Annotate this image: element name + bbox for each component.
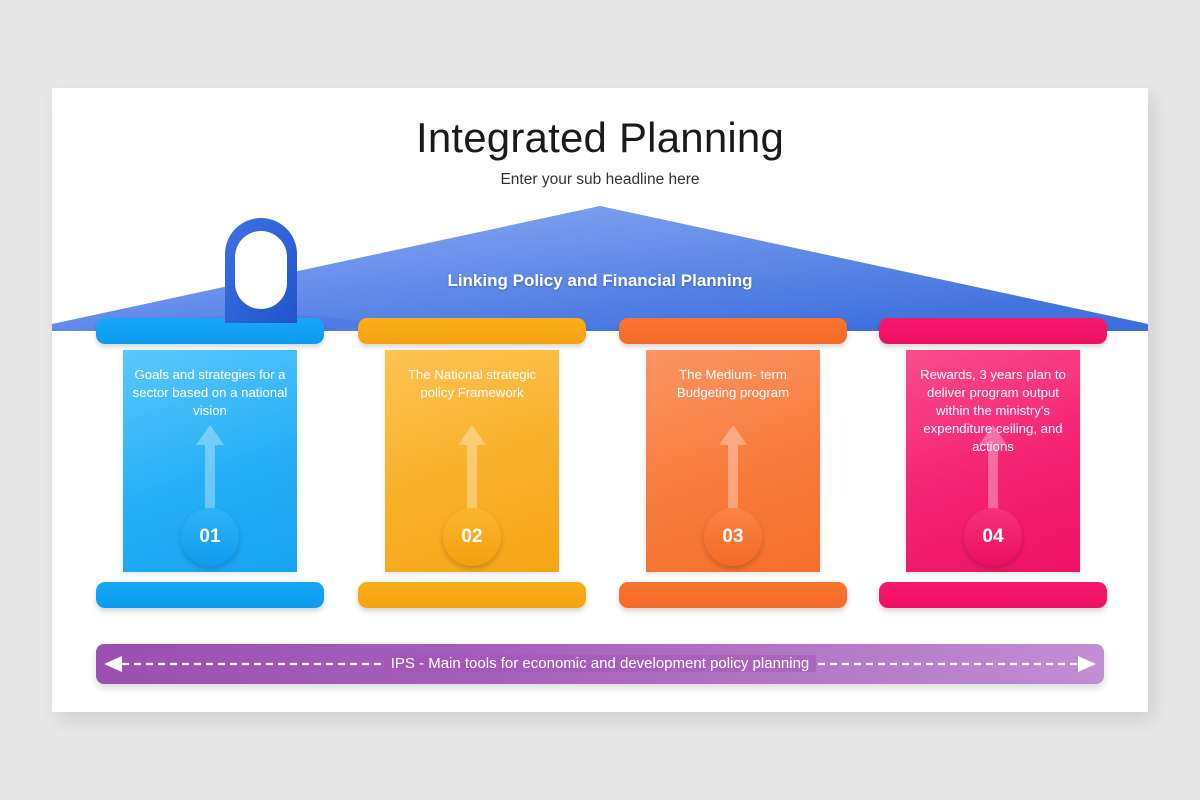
pillar-base (879, 582, 1107, 608)
pillar-text: The National strategic policy Framework (407, 367, 537, 400)
pillar-4[interactable]: Rewards, 3 years plan to deliver program… (879, 318, 1107, 608)
pillar-base (619, 582, 847, 608)
up-arrow-icon (457, 425, 487, 510)
double-arrow-icon (96, 644, 1104, 684)
pillar-text: Goals and strategies for a sector based … (132, 367, 288, 418)
slide-card: Integrated Planning Enter your sub headl… (52, 88, 1148, 712)
arrow-left-icon (104, 656, 122, 672)
pillar-1[interactable]: Goals and strategies for a sector based … (96, 318, 324, 608)
roof-triangle (52, 206, 1148, 333)
pillar-number-badge: 02 (443, 508, 501, 566)
bottom-banner-label: IPS - Main tools for economic and develo… (96, 655, 1104, 672)
bottom-banner[interactable]: IPS - Main tools for economic and develo… (96, 644, 1104, 684)
pillar-number-badge: 03 (704, 508, 762, 566)
pillar-capital (358, 318, 586, 344)
up-arrow-icon (978, 425, 1008, 510)
pillar-base (358, 582, 586, 608)
roof-banner-label: Linking Policy and Financial Planning (447, 271, 753, 290)
up-arrow-icon (195, 425, 225, 510)
bottom-banner-label-text: IPS - Main tools for economic and develo… (383, 655, 817, 672)
up-arrow-icon (718, 425, 748, 510)
pillar-body: Rewards, 3 years plan to deliver program… (906, 350, 1080, 572)
pillar-capital (879, 318, 1107, 344)
pillar-number-badge: 04 (964, 508, 1022, 566)
pillar-2[interactable]: The National strategic policy Framework … (358, 318, 586, 608)
pillar-body: The National strategic policy Framework … (385, 350, 559, 572)
pillar-base (96, 582, 324, 608)
arch-hook-icon (220, 213, 302, 323)
pillar-number-badge: 01 (181, 508, 239, 566)
pillar-body: The Medium- term Budgeting program 03 (646, 350, 820, 572)
pillar-3[interactable]: The Medium- term Budgeting program 03 (619, 318, 847, 608)
pillar-text: The Medium- term Budgeting program (676, 367, 790, 400)
page-title: Integrated Planning (415, 114, 785, 161)
pillar-capital (619, 318, 847, 344)
pillar-text: Rewards, 3 years plan to deliver program… (920, 367, 1066, 454)
page-subtitle: Enter your sub headline here (500, 171, 700, 188)
arrow-right-icon (1078, 656, 1096, 672)
pillar-body: Goals and strategies for a sector based … (123, 350, 297, 572)
